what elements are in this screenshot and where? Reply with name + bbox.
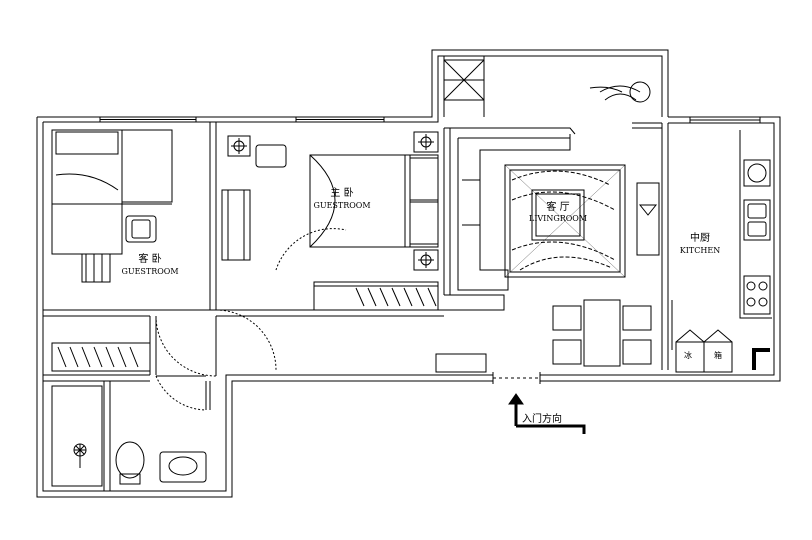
- living-room-cn: 客 厅: [546, 200, 569, 213]
- kitchen-sliding-door: [667, 300, 673, 350]
- guest-room-en: GUESTROOM: [121, 267, 178, 276]
- master-room-cn: 主 卧: [330, 186, 353, 199]
- sink: [159, 451, 207, 483]
- doors: [155, 228, 347, 411]
- living-room-en: LIVINGROOM: [529, 214, 587, 223]
- dining-set: [552, 299, 652, 367]
- kitchen-en: KITCHEN: [680, 246, 720, 255]
- sofa: [457, 134, 571, 291]
- guest-bed: [51, 129, 173, 255]
- hall-wardrobe: [51, 342, 151, 372]
- guest-desk: [52, 203, 172, 283]
- kitchen-counter: [739, 130, 772, 319]
- kitchen-corner-post: [752, 348, 770, 370]
- master-room-en: GUESTROOM: [313, 201, 370, 210]
- outer-walls: [36, 49, 781, 498]
- rug: [504, 164, 626, 278]
- master-desk: [221, 144, 287, 261]
- master-bed: [309, 154, 439, 248]
- plant-balcony: [589, 81, 651, 103]
- shoe-cabinet: [435, 353, 487, 373]
- fridge-label-a: 冰: [684, 350, 692, 360]
- fridge-label-b: 箱: [714, 350, 722, 360]
- tv-cabinet: [636, 182, 660, 256]
- entrance-label: 入门方向: [522, 412, 562, 425]
- coffee-table: [531, 189, 585, 241]
- kitchen-cn: 中厨: [690, 231, 710, 244]
- entrance-arrow-icon: [508, 393, 586, 434]
- door-leaves: [156, 309, 276, 377]
- room-labels: 客 卧 GUESTROOM 主 卧 GUESTROOM 客 厅 LIVINGRO…: [121, 186, 722, 425]
- toilet: [115, 441, 145, 485]
- shower: [51, 385, 103, 487]
- master-wardrobe: [313, 281, 439, 311]
- master-nightstands: [227, 131, 439, 271]
- fridge: [675, 329, 733, 373]
- guest-room-cn: 客 卧: [138, 252, 161, 265]
